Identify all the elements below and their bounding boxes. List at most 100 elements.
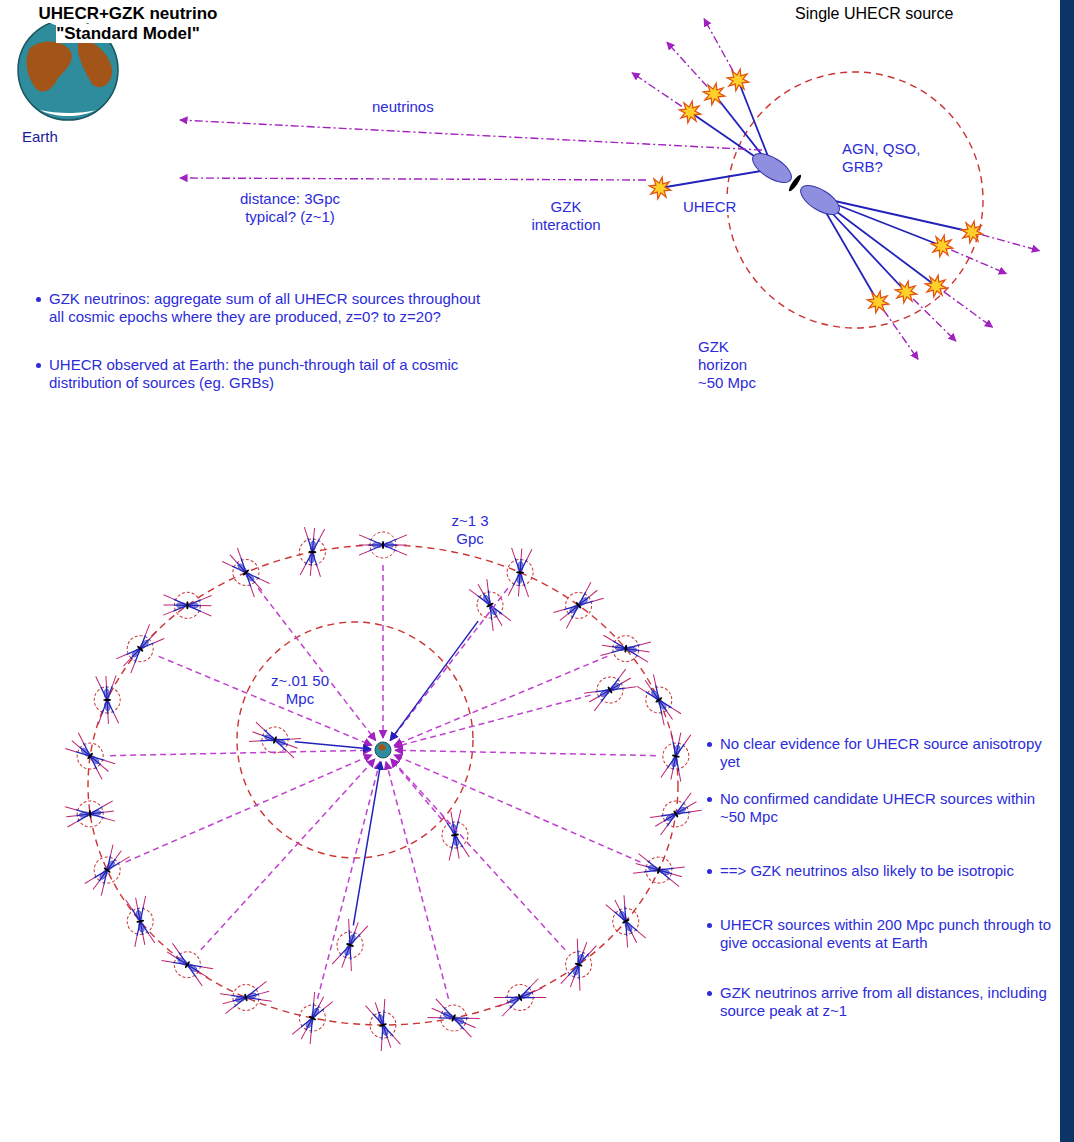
mini-source <box>160 941 214 988</box>
uhecr-jet <box>520 992 535 1003</box>
uhecr-jet <box>661 809 676 821</box>
uhecr-jet <box>817 197 972 232</box>
neutrino-ray <box>498 1003 507 1007</box>
uhecr-jet <box>383 545 397 551</box>
uhecr-jet <box>449 835 457 850</box>
horizon-label-text: GZK horizon ~50 Mpc <box>698 338 756 391</box>
uhecr-jet <box>644 866 659 876</box>
mini-source <box>63 731 116 782</box>
uhecr-jet <box>645 866 658 870</box>
agn-source <box>607 686 613 694</box>
uhecr-jet <box>134 921 143 936</box>
distance-label-text: z~.01 50 Mpc <box>271 672 329 707</box>
mini-source <box>163 592 211 619</box>
mini-horizon <box>94 686 121 713</box>
neutrino-ray <box>116 652 126 662</box>
uhecr-jet <box>651 688 659 699</box>
neutrino-ray <box>603 635 613 641</box>
distance-label: z~.01 50 Mpc <box>269 672 331 708</box>
mini-horizon <box>660 741 691 772</box>
arrow-to-earth <box>395 750 656 755</box>
uhecr-jet <box>595 685 610 697</box>
mini-source <box>426 996 480 1039</box>
uhecr-jet <box>107 700 114 714</box>
mini-horizon <box>472 587 508 623</box>
neutrino-ray <box>124 659 131 666</box>
mini-horizon <box>122 630 159 667</box>
uhecr-jet <box>676 807 691 819</box>
neutrino-ray <box>564 619 574 629</box>
uhecr-jet <box>312 538 313 552</box>
distance-label-text: distance: 3Gpc typical? (z~1) <box>240 190 340 225</box>
neutrino-ray <box>313 528 315 538</box>
agn-source <box>103 867 111 874</box>
neutrino-ray <box>679 733 681 743</box>
neutrino-ray <box>669 880 680 887</box>
neutrino-ray <box>249 737 260 744</box>
uhecr-jet <box>132 908 141 923</box>
uhecr-jet <box>676 742 679 756</box>
uhecr-jet <box>455 835 457 849</box>
neutrino-ray <box>150 631 157 638</box>
mini-source <box>297 527 327 577</box>
uhecr-jet <box>173 599 187 605</box>
arrow-to-earth <box>382 565 384 738</box>
mini-horizon <box>72 738 109 775</box>
mini-source <box>83 843 132 897</box>
neutrino-ray <box>260 576 270 586</box>
agn-source <box>186 601 189 609</box>
neutrino-ray <box>342 958 345 967</box>
neutrino-ray <box>650 674 659 685</box>
mini-source <box>290 991 335 1046</box>
neutrino-ray <box>704 19 733 71</box>
bullet-note-text: UHECR observed at Earth: the punch-throu… <box>49 356 458 391</box>
neutrino-ray <box>650 812 661 821</box>
neutrino-ray <box>162 957 173 966</box>
neutrino-ray <box>65 745 75 755</box>
neutrino-ray <box>570 978 573 987</box>
mini-horizon <box>228 554 265 591</box>
neutrino-ray <box>638 657 648 663</box>
neutrino-ray <box>143 935 145 945</box>
neutrino-ray <box>85 875 94 886</box>
neutrino-ray <box>300 565 305 575</box>
uhecr-jet <box>441 1012 454 1018</box>
bullet-note: GZK neutrinos: aggregate sum of all UHEC… <box>35 290 489 326</box>
ray-label-text: UHECR <box>683 198 736 215</box>
neutrino-ray <box>136 898 138 908</box>
neutrino-ray <box>163 604 173 605</box>
arrow-to-earth <box>386 762 448 999</box>
neutrino-ray <box>674 864 685 871</box>
neutrino-ray <box>667 42 707 86</box>
neutrino-ray <box>457 810 463 821</box>
uhecr-jet <box>612 641 627 649</box>
arrow-to-earth <box>390 621 478 740</box>
neutrino-ray <box>101 765 109 771</box>
mini-source <box>603 894 648 949</box>
neutrino-ray <box>637 929 645 940</box>
neutrino-ray <box>483 579 492 590</box>
neutrino-ray <box>375 1002 378 1011</box>
uhecr-jet <box>106 686 113 700</box>
gzk-interaction-star <box>895 281 917 303</box>
neutrino-ray <box>220 991 231 998</box>
arrow-to-earth <box>394 656 607 745</box>
neutrino-ray <box>982 235 1040 251</box>
mini-horizon <box>608 904 643 939</box>
agn-source <box>673 810 679 818</box>
uhecr-jet <box>377 1025 387 1040</box>
neutrino-ray <box>306 1033 314 1044</box>
mini-horizon <box>440 820 470 850</box>
neutrino-ray <box>170 943 181 952</box>
neutrino-ray <box>589 944 596 955</box>
uhecr-jet <box>505 992 520 1003</box>
neutrino-ray <box>360 924 367 935</box>
uhecr-jet <box>140 920 149 935</box>
agn-source <box>244 993 248 1001</box>
mini-horizon <box>592 672 628 708</box>
neutrino-ray <box>640 641 650 647</box>
neutrino-ray <box>683 793 694 802</box>
neutrino-ray <box>105 757 115 767</box>
neutrino-ray <box>615 900 620 909</box>
